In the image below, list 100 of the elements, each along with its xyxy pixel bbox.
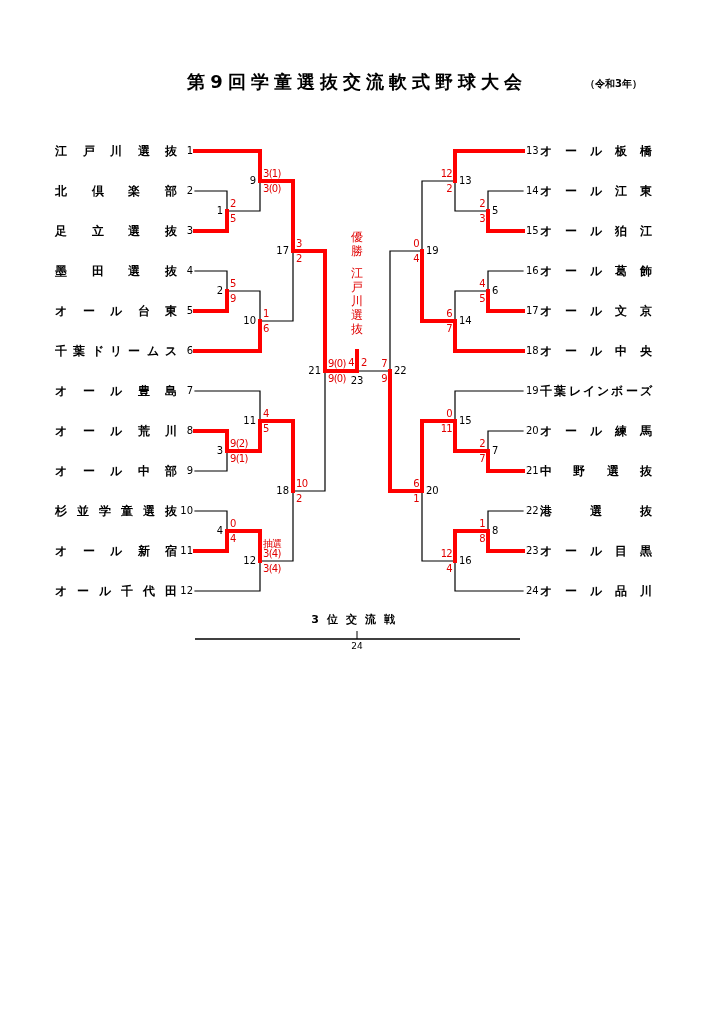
- score: 10: [296, 478, 308, 489]
- bracket-line: [194, 510, 228, 532]
- score: 0: [230, 518, 236, 529]
- game-number: 11: [243, 414, 256, 428]
- team-name: オール板橋: [540, 143, 652, 159]
- team-number: 20: [526, 424, 539, 438]
- score: 7: [446, 323, 452, 334]
- team-number: 17: [526, 304, 539, 318]
- team-number: 2: [186, 184, 193, 198]
- score: 2: [230, 198, 236, 209]
- team-number: 14: [526, 184, 539, 198]
- score: 抽選: [263, 538, 282, 549]
- game-number: 4: [216, 524, 223, 538]
- team-name: オール江東: [540, 183, 652, 199]
- score: 9: [230, 293, 236, 304]
- game-number: 14: [459, 314, 472, 328]
- score: 7: [479, 453, 485, 464]
- team-name: 墨田選抜: [55, 263, 177, 279]
- bracket-line: [193, 209, 229, 233]
- score: 9(1): [230, 453, 248, 464]
- game-number: 19: [426, 244, 439, 258]
- game-number: 18: [276, 484, 289, 498]
- score: 3: [296, 238, 302, 249]
- bracket-line: [421, 180, 456, 252]
- score: 5: [230, 213, 236, 224]
- score: 3(1): [263, 168, 281, 179]
- match-number: 24: [350, 641, 364, 651]
- team-number: 21: [526, 464, 539, 478]
- score: 11: [440, 423, 452, 434]
- team-number: 19: [526, 384, 539, 398]
- game-number: 8: [492, 524, 499, 538]
- score: 3(0): [263, 183, 281, 194]
- game-number: 9: [249, 174, 256, 188]
- game-number: 12: [243, 554, 256, 568]
- score: 3(4): [263, 563, 281, 574]
- team-number: 5: [186, 304, 193, 318]
- team-number: 11: [180, 544, 193, 558]
- score: 4: [230, 533, 236, 544]
- score: 9: [381, 373, 387, 384]
- champion-team: 江戸川選抜: [350, 266, 364, 336]
- score: 2: [479, 438, 485, 449]
- score: 5: [230, 278, 236, 289]
- score: 9(0): [328, 373, 346, 384]
- game-number: 5: [492, 204, 499, 218]
- game-number: 13: [459, 174, 472, 188]
- bracket-line: [454, 390, 524, 422]
- bracket-line: [194, 190, 228, 212]
- bracket-line: [259, 490, 294, 562]
- game-number: 2: [216, 284, 223, 298]
- score: 4: [446, 563, 452, 574]
- score: 3(4): [263, 548, 281, 559]
- bracket-line: [194, 270, 228, 292]
- team-number: 22: [526, 504, 539, 518]
- bracket-line: [453, 149, 525, 183]
- team-name: 足立選抜: [55, 223, 177, 239]
- bracket-line: [487, 430, 524, 452]
- team-number: 12: [180, 584, 193, 598]
- score: 4: [263, 408, 269, 419]
- score: 5: [263, 423, 269, 434]
- score: 5: [479, 293, 485, 304]
- game-number: 1: [216, 204, 223, 218]
- score: 2: [296, 253, 302, 264]
- bracket-line: [389, 250, 423, 372]
- score: 9(2): [230, 438, 248, 449]
- team-name: オール狛江: [540, 223, 652, 239]
- year-note: （令和3年）: [585, 77, 642, 91]
- team-name: 千葉レインボーズ: [540, 383, 652, 399]
- team-number: 9: [186, 464, 193, 478]
- score: 9(0): [328, 358, 346, 369]
- bracket-line: [193, 319, 262, 353]
- team-number: 7: [186, 384, 193, 398]
- game-number: 22: [394, 364, 407, 378]
- bracket-line: [454, 290, 489, 322]
- bracket-line: [486, 289, 525, 313]
- bracket-line: [454, 180, 489, 212]
- score: 2: [296, 493, 302, 504]
- bracket-line: [487, 510, 524, 532]
- score: 6: [263, 323, 269, 334]
- game-number: 16: [459, 554, 472, 568]
- score: 8: [479, 533, 485, 544]
- game-number: 3: [216, 444, 223, 458]
- game-number: 20: [426, 484, 439, 498]
- team-number: 24: [526, 584, 539, 598]
- champion-label: 優勝: [350, 230, 364, 258]
- score: 1: [413, 493, 419, 504]
- team-name: 北倶楽部: [55, 183, 177, 199]
- bracket-line: [486, 209, 525, 233]
- team-number: 15: [526, 224, 539, 238]
- bracket-line: [487, 270, 524, 292]
- score: 0: [413, 238, 419, 249]
- team-name: オール中央: [540, 343, 652, 359]
- game-number: 6: [492, 284, 499, 298]
- team-number: 3: [186, 224, 193, 238]
- bracket-line: [292, 370, 326, 492]
- bracket-line: [193, 289, 229, 313]
- team-name: 杉並学童選抜: [55, 503, 177, 519]
- team-name: オール荒川: [55, 423, 177, 439]
- bracket-line: [194, 560, 261, 592]
- game-number: 10: [243, 314, 256, 328]
- team-number: 6: [186, 344, 193, 358]
